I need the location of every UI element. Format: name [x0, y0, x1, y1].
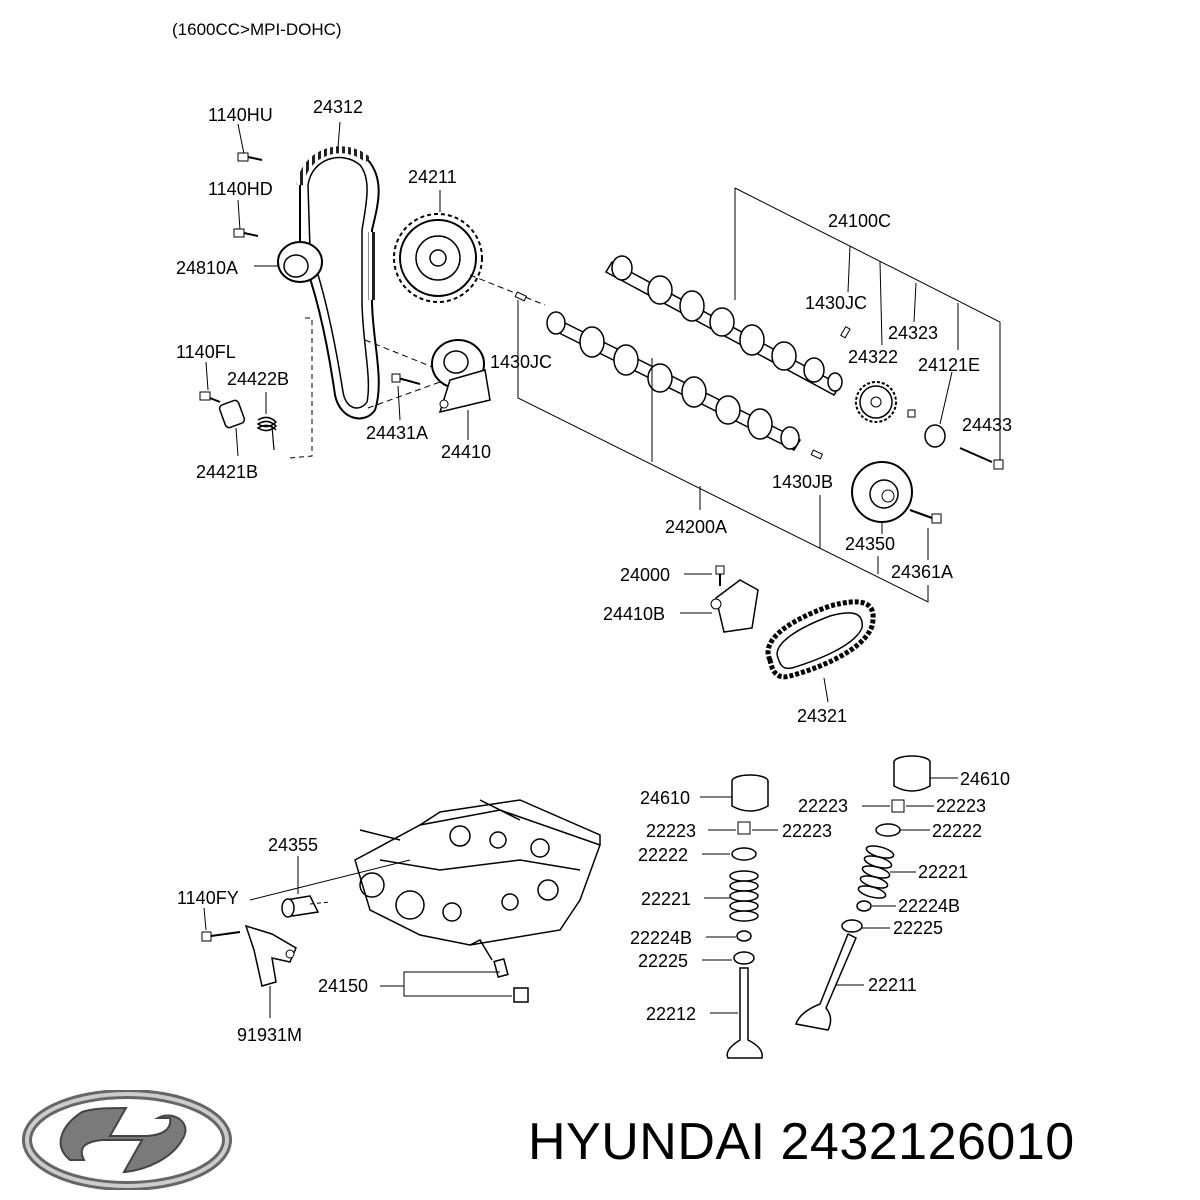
callout-24200A: 24200A [665, 517, 727, 537]
callout-24121E: 24121E [918, 355, 980, 375]
sprocket-24322 [855, 381, 897, 423]
valve-train-left [700, 774, 778, 1059]
callout-24211: 24211 [408, 167, 457, 187]
callout-24323: 24323 [888, 323, 938, 343]
bolt-24433 [959, 447, 1004, 470]
callout-22222-left: 22222 [638, 845, 688, 865]
callout-1430JC-a: 1430JC [805, 293, 867, 313]
sensor-24355 [281, 856, 331, 918]
callout-22223-right-a: 22223 [798, 796, 848, 816]
callout-24000: 24000 [620, 565, 670, 585]
callout-22225-left: 22225 [638, 951, 688, 971]
callout-24431A: 24431A [366, 423, 428, 443]
callout-24355: 24355 [268, 835, 318, 855]
bolt-1140HU [237, 123, 263, 162]
callout-1140HU: 1140HU [208, 105, 273, 125]
sleeve-24421B [218, 399, 246, 457]
group-bracket-24100C [734, 187, 1001, 466]
valve-train-right [795, 755, 958, 1031]
callout-1430JB: 1430JB [772, 472, 833, 492]
bolt-24361A [909, 509, 942, 560]
callout-22222-right: 22222 [932, 821, 982, 841]
callout-91931M: 91931M [237, 1025, 302, 1045]
idler-pulley-24810A [254, 241, 323, 283]
callout-22221-left: 22221 [641, 889, 691, 909]
timing-belt-24312 [296, 146, 380, 420]
callout-labels: 1140HU 24312 1140HD 24211 24100C 24810A … [176, 97, 1012, 1045]
timing-chain-24321 [765, 599, 876, 703]
callout-1430JC-b: 1430JC [490, 352, 552, 372]
camshaft-24200A [546, 311, 802, 451]
callout-24421B: 24421B [196, 462, 258, 482]
callout-24361A: 24361A [891, 562, 953, 582]
washer-24121E [924, 371, 953, 448]
callout-24312: 24312 [313, 97, 363, 117]
spring-24422B [256, 392, 278, 451]
callout-24610-right: 24610 [960, 769, 1010, 789]
bolt-1140FL [199, 361, 221, 403]
bolt-24431A [391, 373, 421, 421]
callout-22225-right: 22225 [893, 918, 943, 938]
engine-spec-caption: (1600CC>MPI-DOHC) [172, 20, 342, 39]
callout-22224B-right: 22224B [898, 896, 960, 916]
callout-24410B: 24410B [603, 604, 665, 624]
callout-22223-left-a: 22223 [646, 821, 696, 841]
plug-24150 [380, 958, 529, 1003]
callout-24150: 24150 [318, 976, 368, 996]
cvvt-unit-24350 [851, 461, 913, 534]
callout-24433: 24433 [962, 415, 1012, 435]
callout-22212: 22212 [646, 1004, 696, 1024]
callout-1140HD: 1140HD [208, 179, 273, 199]
bolt-24000 [684, 565, 725, 586]
callout-22223-right-b: 22223 [936, 796, 986, 816]
camshaft-24100C [604, 255, 843, 397]
cam-sprocket-24211 [393, 190, 483, 303]
callout-24350: 24350 [845, 534, 895, 554]
footer-part-number: 2432126010 [780, 1113, 1075, 1171]
callout-24322: 24322 [848, 347, 898, 367]
callout-24321: 24321 [797, 706, 847, 726]
callout-24100C: 24100C [828, 211, 891, 231]
bolt-1140HD [233, 199, 259, 238]
callout-22221-right: 22221 [918, 862, 968, 882]
footer-title: HYUNDAI 2432126010 [528, 1112, 1075, 1172]
bolt-1140FY [201, 907, 241, 942]
callout-24422B: 24422B [227, 369, 289, 389]
callout-22223-left-b: 22223 [782, 821, 832, 841]
callout-24410: 24410 [441, 442, 491, 462]
callout-24810A: 24810A [176, 258, 238, 278]
footer-brand: HYUNDAI [528, 1113, 766, 1171]
callout-1140FY: 1140FY [177, 888, 239, 908]
callout-24610-left: 24610 [640, 788, 690, 808]
callout-1140FL: 1140FL [176, 342, 236, 362]
hyundai-logo-icon [22, 1090, 232, 1190]
chain-tensioner-24410B [680, 579, 759, 633]
cylinder-head [249, 799, 601, 961]
group-bracket-24200A [517, 300, 929, 603]
callout-22224B-left: 22224B [630, 928, 692, 948]
callout-22211: 22211 [868, 975, 917, 995]
tensioner-24410 [431, 339, 491, 440]
bracket-91931M [244, 924, 297, 1018]
